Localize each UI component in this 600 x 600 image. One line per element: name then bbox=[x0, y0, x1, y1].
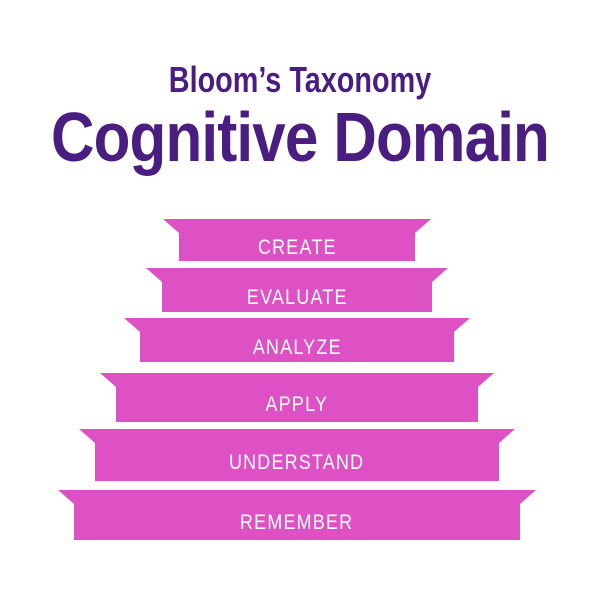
pyramid-level-create: CREATE bbox=[163, 219, 431, 261]
pyramid-level-apply-label: APPLY bbox=[265, 393, 329, 416]
pyramid-level-analyze-label: ANALYZE bbox=[252, 335, 342, 359]
pyramid-level-apply: APPLY bbox=[100, 373, 494, 422]
pyramid-level-understand-label: UNDERSTAND bbox=[229, 450, 365, 474]
pyramid-level-remember-label: REMEMBER bbox=[240, 510, 354, 534]
pyramid-level-evaluate-label: EVALUATE bbox=[246, 285, 348, 309]
pyramid-level-create-label: CREATE bbox=[257, 235, 337, 259]
pyramid-level-evaluate: EVALUATE bbox=[146, 268, 448, 312]
diagram-subtitle: Bloom’s Taxonomy bbox=[168, 59, 432, 100]
pyramid-level-analyze: ANALYZE bbox=[124, 318, 470, 362]
pyramid-level-remember: REMEMBER bbox=[58, 490, 536, 540]
pyramid-level-understand: UNDERSTAND bbox=[79, 429, 515, 481]
diagram-title: Cognitive Domain bbox=[51, 98, 550, 176]
